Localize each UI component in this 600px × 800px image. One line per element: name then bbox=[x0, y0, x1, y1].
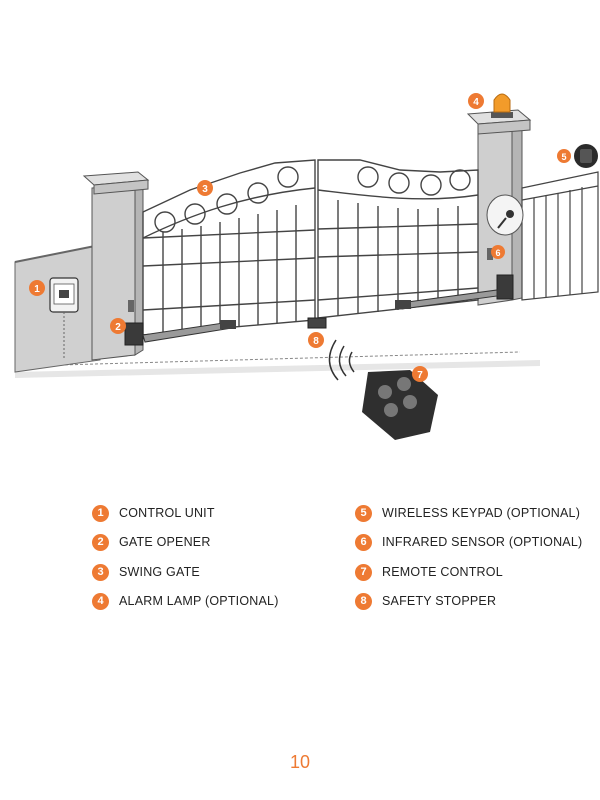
remote-control bbox=[328, 339, 438, 440]
callout-2-label: 2 bbox=[115, 322, 121, 333]
callout-1: 1 bbox=[29, 280, 45, 296]
legend-number: 7 bbox=[355, 563, 372, 581]
legend-item-4: 4 ALARM LAMP (OPTIONAL) bbox=[92, 591, 279, 611]
legend-label: GATE OPENER bbox=[119, 535, 211, 549]
legend-label: SAFETY STOPPER bbox=[382, 594, 497, 608]
infrared-sensor bbox=[486, 194, 524, 236]
callout-1-label: 1 bbox=[34, 284, 40, 295]
gate-leaf-left bbox=[142, 159, 316, 336]
wall-cap bbox=[14, 244, 101, 263]
legend-number: 3 bbox=[92, 563, 109, 581]
callout-5: 5 bbox=[557, 149, 571, 163]
callout-7: 7 bbox=[412, 366, 428, 382]
left-pillar bbox=[82, 171, 150, 361]
legend-label: REMOTE CONTROL bbox=[382, 565, 503, 579]
alarm-lamp bbox=[491, 93, 513, 118]
callout-7-label: 7 bbox=[417, 370, 423, 381]
wireless-keypad bbox=[574, 144, 598, 168]
cable-trench bbox=[59, 351, 521, 366]
legend-number: 4 bbox=[92, 592, 109, 610]
callout-6-label: 6 bbox=[495, 248, 500, 258]
component-legend: 1 CONTROL UNIT 2 GATE OPENER 3 SWING GAT… bbox=[0, 500, 600, 620]
callout-6: 6 bbox=[491, 245, 505, 259]
legend-label: CONTROL UNIT bbox=[119, 506, 215, 520]
gate-leaf-right bbox=[317, 159, 479, 319]
callout-3-label: 3 bbox=[202, 184, 208, 195]
callout-2: 2 bbox=[110, 318, 126, 334]
legend-item-3: 3 SWING GATE bbox=[92, 562, 200, 582]
callout-8-label: 8 bbox=[313, 336, 319, 347]
callout-3: 3 bbox=[197, 180, 213, 196]
legend-item-6: 6 INFRARED SENSOR (OPTIONAL) bbox=[355, 532, 582, 552]
callout-4-label: 4 bbox=[473, 97, 479, 108]
legend-number: 1 bbox=[92, 504, 109, 522]
callout-5-label: 5 bbox=[561, 152, 566, 162]
legend-item-2: 2 GATE OPENER bbox=[92, 532, 211, 552]
legend-item-1: 1 CONTROL UNIT bbox=[92, 503, 215, 523]
legend-number: 2 bbox=[92, 533, 109, 551]
control-unit bbox=[49, 277, 79, 360]
callout-4: 4 bbox=[468, 93, 484, 109]
legend-label: WIRELESS KEYPAD (OPTIONAL) bbox=[382, 506, 581, 520]
infrared-sensor-left bbox=[128, 300, 134, 312]
ground bbox=[15, 360, 540, 378]
page-number: 10 bbox=[289, 752, 311, 772]
legend-number: 8 bbox=[355, 592, 372, 610]
legend-label: ALARM LAMP (OPTIONAL) bbox=[119, 594, 279, 608]
legend-number: 5 bbox=[355, 504, 372, 522]
legend-label: SWING GATE bbox=[119, 565, 200, 579]
legend-number: 6 bbox=[355, 533, 372, 551]
legend-item-8: 8 SAFETY STOPPER bbox=[355, 591, 496, 611]
safety-stopper bbox=[307, 317, 327, 329]
gate-opener-left bbox=[124, 320, 236, 346]
legend-label: INFRARED SENSOR (OPTIONAL) bbox=[382, 535, 583, 549]
gate-installation-diagram: 1 2 3 4 5 6 7 8 bbox=[14, 93, 599, 440]
legend-item-5: 5 WIRELESS KEYPAD (OPTIONAL) bbox=[355, 503, 580, 523]
gate-opener-right bbox=[395, 274, 514, 310]
legend-item-7: 7 REMOTE CONTROL bbox=[355, 562, 503, 582]
callout-8: 8 bbox=[308, 332, 324, 348]
infrared-sensor-right bbox=[487, 248, 493, 260]
side-fence bbox=[521, 171, 599, 301]
